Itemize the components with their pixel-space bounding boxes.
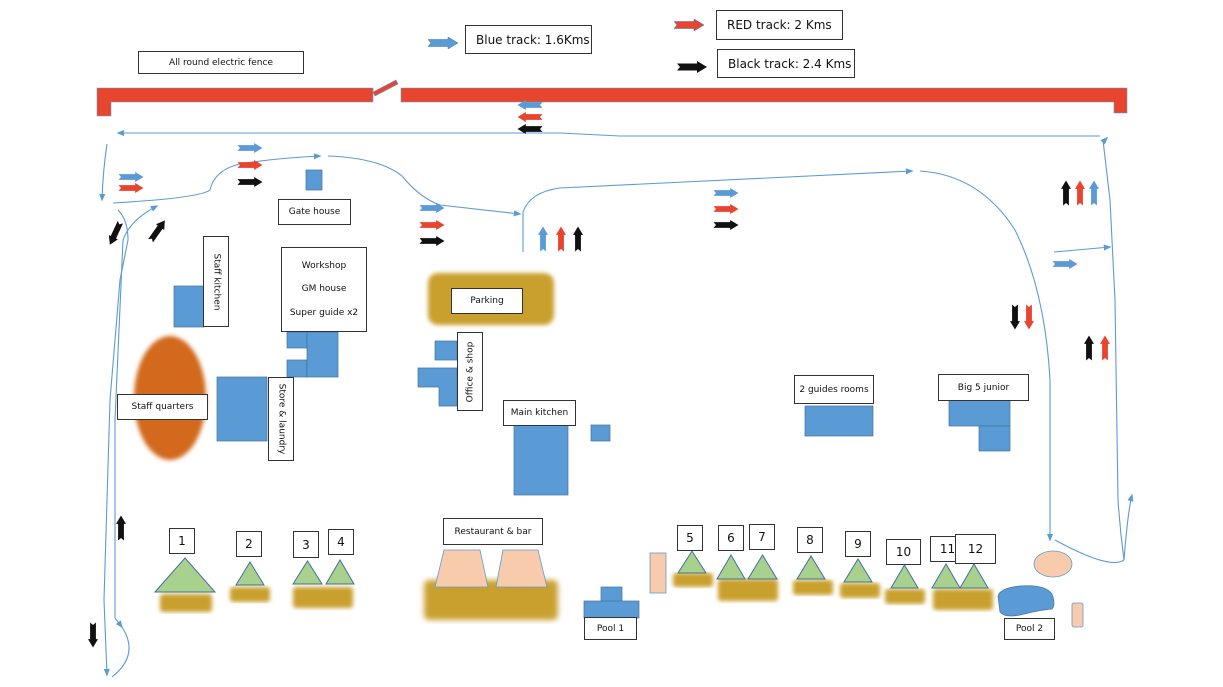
black-arrow-icon (677, 61, 707, 73)
tent-deck (840, 583, 880, 598)
tent-deck (230, 587, 270, 602)
unit-number-label: 9 (845, 531, 871, 557)
tent-deck (718, 579, 778, 601)
electric-fence (96, 79, 1128, 117)
gate-house-label: Gate house (278, 199, 351, 225)
tent-icon (153, 557, 217, 593)
pool1-label: Pool 1 (584, 617, 637, 640)
unit-number-label: 8 (797, 527, 823, 553)
tent-deck (293, 587, 353, 608)
big5-junior-label: Big 5 junior (938, 374, 1029, 401)
restaurant-deck (424, 580, 558, 620)
unit-number-label: 6 (718, 525, 744, 551)
main-kitchen-building (513, 424, 569, 496)
tent-icon (677, 550, 707, 574)
tracks (99, 129, 1134, 678)
main-kitchen-label: Main kitchen (503, 400, 576, 426)
buildings (173, 169, 1011, 496)
tent-deck (933, 589, 993, 610)
tent-icon (716, 554, 746, 580)
red-arrow-icon (674, 19, 704, 31)
tent-icon (796, 555, 826, 580)
unit-number-label: 2 (236, 531, 262, 557)
pool-2 (997, 585, 1055, 617)
restaurant-roofs (434, 549, 1084, 628)
pool2-label: Pool 2 (1004, 618, 1055, 640)
unit-number-label: 4 (328, 529, 354, 555)
unit-number-label: 3 (293, 531, 319, 558)
parking-label: Parking (451, 288, 523, 314)
big5-junior-building (948, 399, 1011, 427)
tent-icon (959, 563, 989, 589)
workshop-label: Workshop GM house Super guide x2 (281, 247, 367, 332)
gate-house-building (305, 169, 323, 191)
office-shop-label: Office & shop (457, 332, 483, 411)
fence-gate (372, 79, 399, 97)
tent-deck (885, 589, 925, 604)
blue-arrow-icon (428, 37, 458, 49)
unit-number-label: 5 (677, 525, 703, 551)
restaurant-bar-label: Restaurant & bar (443, 518, 543, 545)
tent-icon (747, 554, 778, 580)
tent-deck (673, 573, 713, 587)
tent-deck (793, 580, 833, 595)
super-guide-text: Super guide x2 (289, 308, 359, 319)
tent-icon (931, 563, 961, 589)
legend-black-track: Black track: 2.4 Kms (717, 49, 855, 78)
guides-rooms-building (804, 405, 874, 437)
workshop-text: Workshop (301, 260, 347, 271)
pools (583, 585, 1055, 619)
tent-icon (292, 560, 323, 585)
legend-blue-track: Blue track: 1.6Kms (465, 25, 592, 54)
store-laundry-text: Store & laundry (276, 383, 287, 455)
workshop-building (306, 331, 339, 378)
staff-kitchen-label: Staff kitchen (203, 236, 229, 327)
store-laundry-label: Store & laundry (268, 377, 294, 461)
staff-kitchen-building (173, 285, 205, 328)
staff-quarters-label: Staff quarters (117, 394, 208, 420)
legend-red-track: RED track: 2 Kms (716, 10, 843, 40)
unit-number-label: 10 (886, 539, 921, 565)
store-laundry-building (216, 376, 268, 442)
guides-rooms-label: 2 guides rooms (794, 375, 874, 404)
unit-number-label: 7 (749, 524, 775, 550)
gm-house-text: GM house (301, 284, 347, 295)
tent-deck (160, 594, 212, 612)
unit-number-label: 12 (955, 534, 996, 564)
pool-1 (583, 600, 640, 619)
tent-icon (843, 558, 873, 583)
unit-number-label: 1 (169, 528, 195, 554)
staff-kitchen-text: Staff kitchen (211, 253, 222, 310)
legend-fence-label: All round electric fence (138, 51, 304, 74)
office-shop-text: Office & shop (465, 341, 475, 402)
office-shop-building (417, 367, 458, 407)
tent-icon (325, 559, 355, 585)
tent-icon (890, 564, 919, 589)
tents (153, 550, 993, 612)
tent-icon (235, 561, 265, 586)
